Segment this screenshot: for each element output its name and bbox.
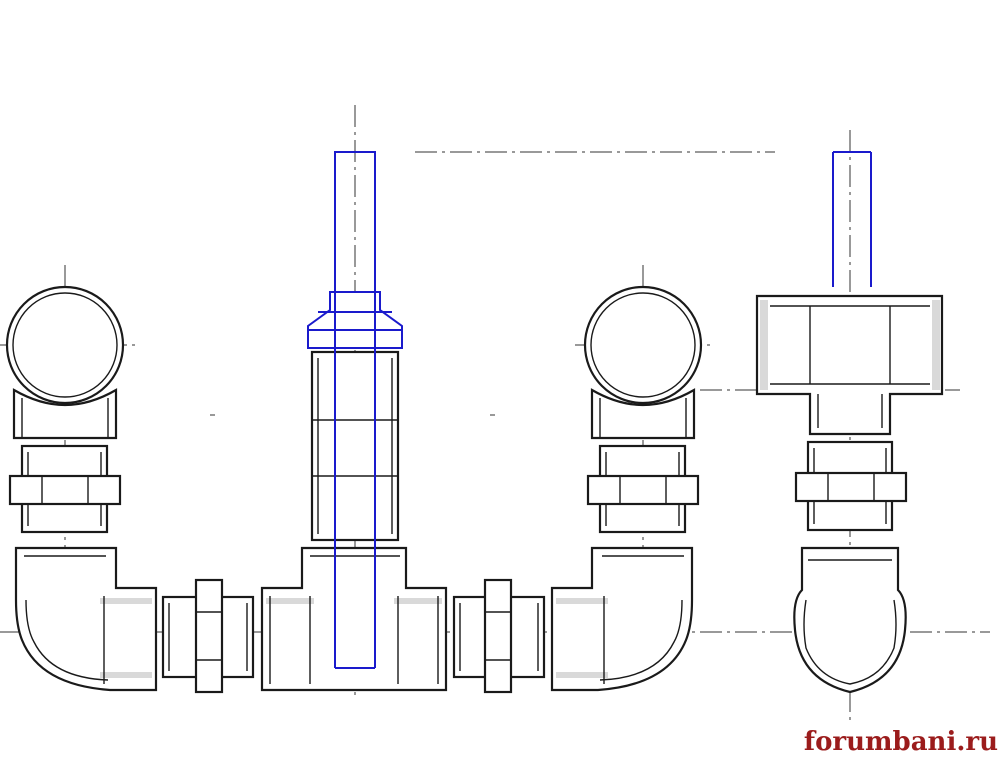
- left-elbow-neck: [12, 388, 118, 440]
- side-view-union-nut: [794, 471, 908, 503]
- side-view-elbow: [793, 546, 907, 694]
- center-vertical-fittings: [307, 291, 403, 542]
- left-union-nut: [8, 474, 122, 506]
- right-horizontal-union: [452, 578, 546, 694]
- center-coupling: [310, 350, 400, 542]
- left-horizontal-union: [161, 578, 255, 694]
- right-elbow-end-circle: [583, 285, 703, 405]
- center-adapter-nut: [307, 291, 403, 349]
- blue-pipes: [334, 151, 872, 669]
- side-view-tee: [755, 294, 944, 436]
- left-bottom-elbow: [14, 546, 158, 692]
- left-elbow-end-circle: [5, 285, 125, 405]
- center-tee-body: [260, 546, 448, 692]
- center-tee: [260, 546, 448, 692]
- right-bottom-elbow: [550, 546, 694, 692]
- side-view-assembly: [755, 294, 944, 694]
- left-h-union-nut: [194, 578, 224, 694]
- watermark-text: forumbani.ru: [804, 727, 998, 757]
- center-pipe-upper: [334, 151, 376, 293]
- right-union-nut: [586, 474, 700, 506]
- left-riser: [5, 285, 158, 692]
- right-riser: [550, 285, 703, 692]
- right-h-union-nut: [483, 578, 513, 694]
- right-elbow-neck: [590, 388, 696, 440]
